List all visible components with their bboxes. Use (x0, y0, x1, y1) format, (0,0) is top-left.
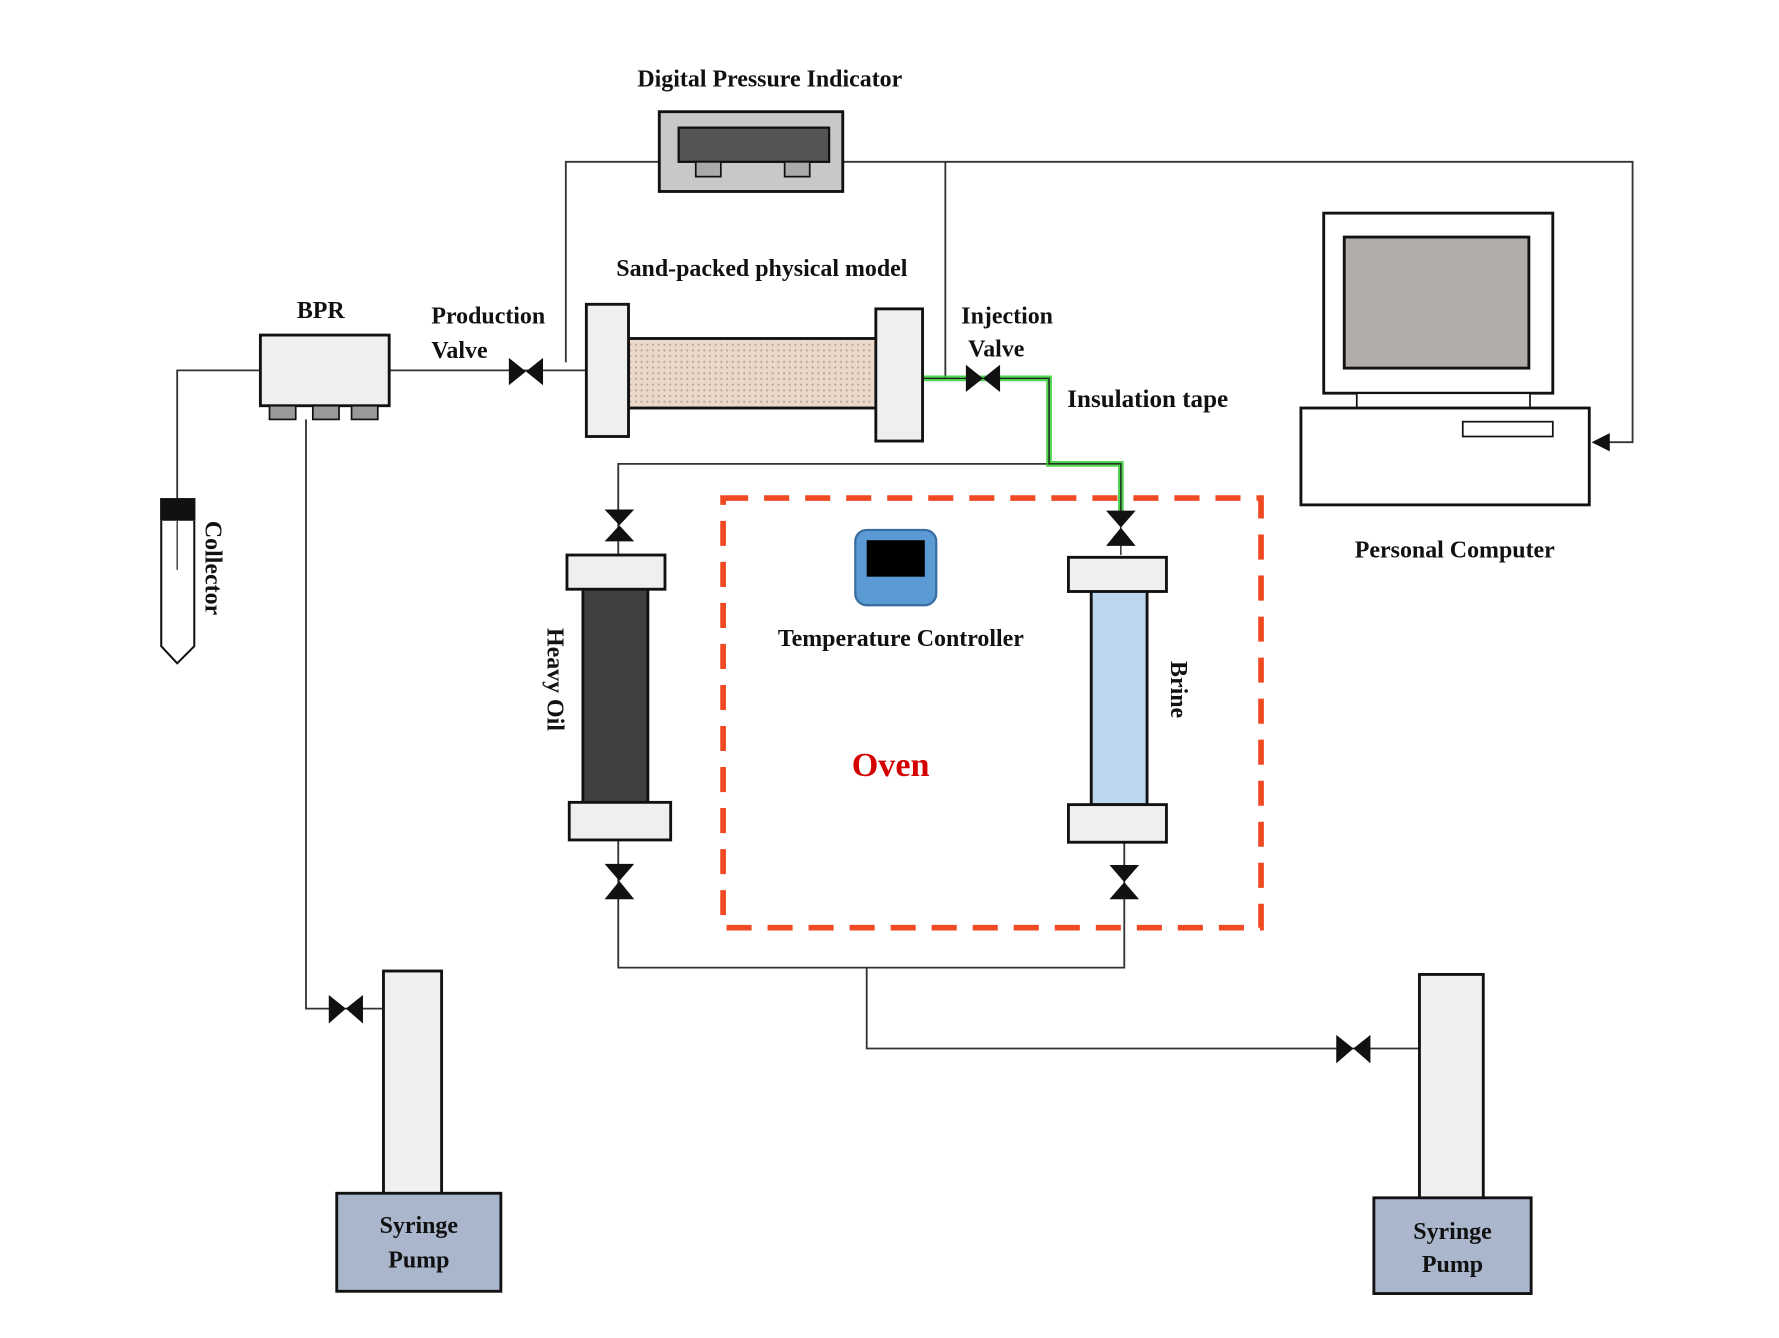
injection-valve-label-line2: Valve (968, 337, 1024, 363)
injection-valve-label-line1: Injection (961, 304, 1053, 330)
collector-label: Collector (200, 521, 226, 616)
personal-computer (1299, 211, 1591, 507)
bpr-label: BPR (297, 298, 346, 324)
injection-valve-icon[interactable] (965, 364, 1001, 393)
insulation-tape-line (923, 375, 1124, 556)
heavy-oil-column (565, 553, 673, 842)
oven-label: Oven (852, 747, 930, 784)
production-valve-label-line1: Production (431, 304, 545, 330)
brine-valve-bottom-icon[interactable] (1109, 865, 1140, 900)
heavy-oil-valve-top-icon[interactable] (604, 509, 635, 542)
left-pump-valve-icon[interactable] (328, 994, 363, 1024)
brine-column (1067, 555, 1168, 844)
digital-pressure-indicator (657, 110, 845, 193)
production-valve-icon[interactable] (508, 357, 544, 386)
brine-valve-top-icon[interactable] (1106, 510, 1136, 546)
heavy-oil-label: Heavy Oil (542, 628, 568, 731)
personal-computer-label: Personal Computer (1355, 537, 1555, 563)
left-syringe-pump-label-line1: Syringe (380, 1213, 458, 1239)
right-pump-valve-icon[interactable] (1336, 1034, 1371, 1064)
left-syringe-pump (335, 969, 503, 1293)
arrow-head-icon (1591, 433, 1610, 452)
left-syringe-pump-label-line2: Pump (388, 1247, 449, 1273)
sand-packed-model (584, 302, 924, 443)
insulation-tape-label: Insulation tape (1067, 386, 1228, 413)
flow-lines (176, 369, 1420, 1050)
temperature-controller-label: Temperature Controller (778, 626, 1024, 652)
oven-boundary (720, 495, 1264, 931)
production-valve-label-line2: Valve (431, 338, 487, 364)
right-syringe-pump-label-line1: Syringe (1413, 1219, 1491, 1245)
bpr-unit (258, 333, 391, 421)
sand-packed-model-label: Sand-packed physical model (616, 256, 907, 282)
right-syringe-pump (1372, 973, 1533, 1295)
right-syringe-pump-label-line2: Pump (1422, 1252, 1483, 1278)
heavy-oil-valve-bottom-icon[interactable] (604, 863, 635, 900)
brine-label: Brine (1165, 661, 1191, 718)
digital-pressure-indicator-label: Digital Pressure Indicator (637, 67, 902, 93)
collector-tube (160, 498, 196, 665)
signal-lines (564, 160, 1634, 452)
temperature-controller (854, 528, 938, 607)
